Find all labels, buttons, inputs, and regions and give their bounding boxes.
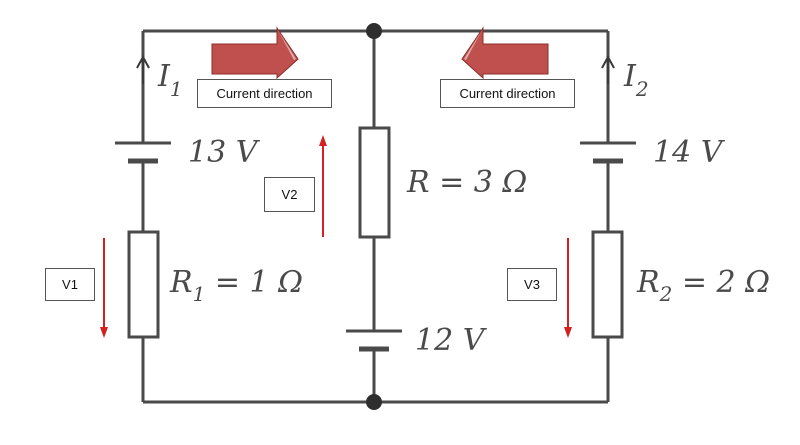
voltage-arrow-v1: [100, 238, 108, 338]
junction-top: [366, 23, 382, 39]
voltage-label-v1: V1: [45, 268, 95, 301]
voltage-label-v2: V2: [264, 177, 315, 212]
label-emf-14v: 14 V: [653, 135, 726, 170]
label-r-middle: R = 3 Ω: [406, 165, 527, 200]
current-arrow-i1: [136, 54, 150, 84]
battery-14v: [580, 141, 636, 164]
resistor-r: [358, 126, 391, 239]
resistor-r1: [127, 230, 160, 339]
label-emf-13v: 13 V: [188, 135, 261, 170]
resistor-r2: [591, 230, 624, 339]
battery-13v: [115, 141, 171, 164]
voltage-arrow-v2: [319, 135, 327, 237]
current-direction-label-right: Current direction: [440, 79, 575, 108]
voltage-label-v3: V3: [507, 268, 557, 301]
label-r2: R2 = 2 Ω: [636, 265, 770, 306]
label-i2: I2: [623, 59, 649, 101]
current-direction-label-left: Current direction: [197, 79, 332, 108]
current-arrow-i2: [601, 54, 615, 84]
block-arrow-right: [211, 26, 299, 80]
voltage-arrow-v3: [564, 238, 572, 338]
label-r1: R1 = 1 Ω: [169, 265, 303, 306]
label-emf-12v: 12 V: [415, 323, 488, 358]
block-arrow-left: [461, 26, 549, 80]
junction-bottom: [366, 394, 382, 410]
battery-12v: [346, 329, 402, 352]
label-i1: I1: [157, 59, 183, 101]
